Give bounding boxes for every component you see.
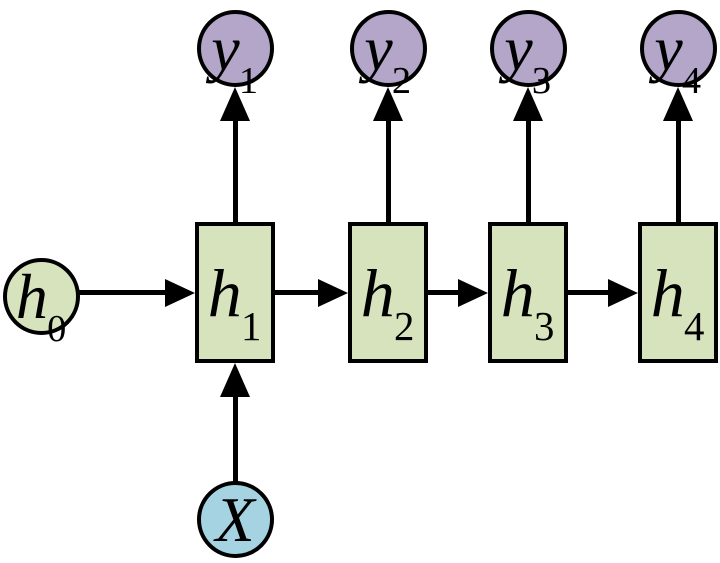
arrow-h2-to-h3-head bbox=[458, 278, 488, 307]
input-node-x: X bbox=[196, 481, 274, 558]
output-label-y1: y1 bbox=[211, 12, 259, 102]
output-node-y2: y2 bbox=[349, 10, 427, 102]
output-label-y4: y4 bbox=[654, 12, 702, 102]
arrow-h0-to-h1-head bbox=[165, 278, 195, 307]
arrow-h0-to-h1-line bbox=[78, 290, 168, 295]
hidden-box-h2: h2 bbox=[348, 222, 428, 363]
arrow-h3-to-y3-line bbox=[525, 116, 531, 222]
arrow-h2-to-y2-line bbox=[385, 116, 391, 222]
arrow-h2-to-h3-line bbox=[428, 290, 462, 295]
arrow-h4-to-y4-head bbox=[663, 87, 693, 121]
arrow-h1-to-y1-line bbox=[232, 116, 238, 222]
output-label-y3: y3 bbox=[504, 12, 552, 102]
arrow-h2-to-y2-head bbox=[373, 87, 403, 121]
initial-state-label-h0: h0 bbox=[15, 260, 67, 350]
arrow-h3-to-h4-line bbox=[568, 290, 612, 295]
output-node-y3: y3 bbox=[489, 10, 567, 102]
hidden-box-h1: h1 bbox=[195, 222, 275, 363]
output-node-y4: y4 bbox=[639, 10, 717, 102]
input-label-x: X bbox=[215, 483, 255, 555]
hidden-label-h3: h3 bbox=[500, 254, 555, 349]
arrow-h3-to-h4-head bbox=[608, 278, 638, 307]
initial-state-node-h0: h0 bbox=[3, 258, 80, 350]
arrow-h4-to-y4-line bbox=[675, 116, 681, 222]
arrow-h1-to-h2-line bbox=[275, 290, 321, 295]
output-node-y1: y1 bbox=[196, 10, 274, 102]
hidden-label-h2: h2 bbox=[360, 254, 415, 349]
arrow-h1-to-h2-head bbox=[318, 278, 348, 307]
arrow-h1-to-y1-head bbox=[220, 87, 250, 121]
arrow-h3-to-y3-head bbox=[513, 87, 543, 121]
hidden-label-h4: h4 bbox=[650, 254, 705, 349]
hidden-box-h4: h4 bbox=[638, 222, 718, 363]
hidden-box-h3: h3 bbox=[488, 222, 568, 363]
arrow-x-to-h1-head bbox=[220, 363, 250, 397]
hidden-label-h1: h1 bbox=[207, 254, 262, 349]
output-label-y2: y2 bbox=[364, 12, 412, 102]
arrow-x-to-h1-line bbox=[232, 394, 238, 482]
